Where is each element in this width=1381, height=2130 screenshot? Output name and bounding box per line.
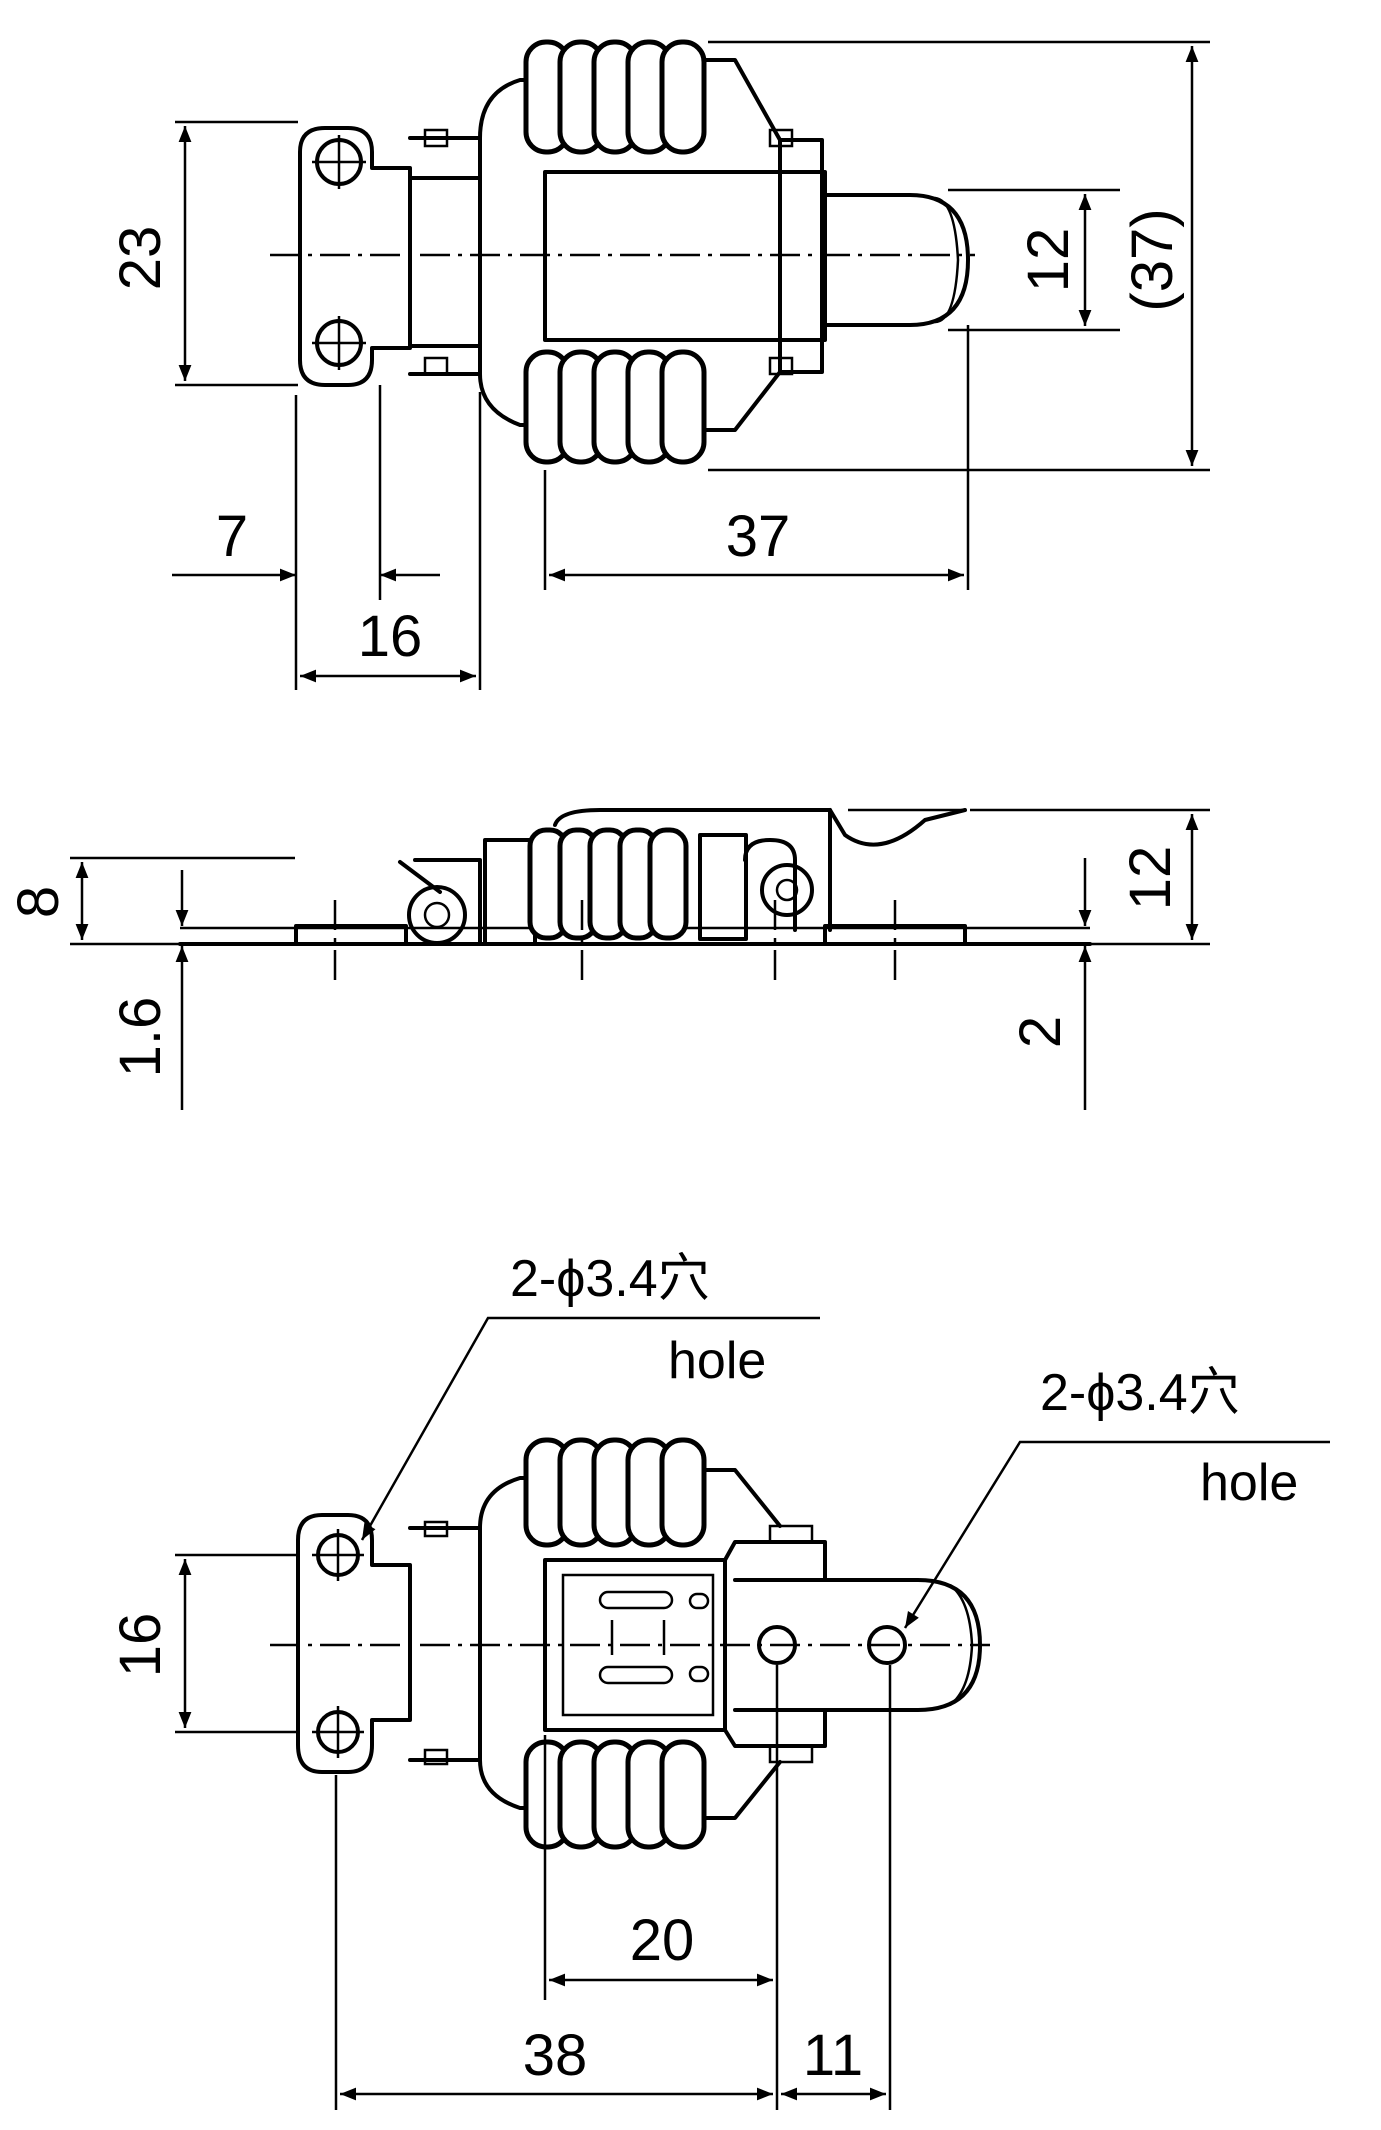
bottom-view: 2-ϕ3.4穴 hole 2-ϕ3.4穴 hole 16 20 38 11 (108, 1250, 1330, 2110)
side-view: 8 1.6 12 2 (6, 808, 1210, 1110)
dim-height-holes: 23 (108, 226, 173, 291)
dims-bottom (175, 1553, 892, 2110)
spring-lower-bottom (523, 1739, 707, 1850)
dim-offset: 7 (216, 504, 248, 569)
spring-lower-top (523, 349, 707, 465)
slot-plate (561, 1573, 715, 1717)
base-plate-top (298, 126, 412, 387)
base-plate-bottom (296, 1513, 412, 1774)
spring-upper-top (523, 39, 707, 155)
dim-length: 37 (726, 504, 791, 569)
callout-right-spec: 2-ϕ3.4穴 (1040, 1364, 1240, 1422)
callout-right-label: hole (1200, 1454, 1298, 1512)
dim-hook-width: 12 (1016, 228, 1081, 293)
dim-body: 38 (523, 2023, 588, 2088)
dim-thickness: 1.6 (108, 997, 173, 1078)
leaders (360, 1316, 1330, 1629)
side-spring (527, 827, 689, 941)
dim-flange: 16 (358, 604, 423, 669)
top-view: 23 7 16 37 12 (37) (108, 39, 1210, 690)
callout-left-spec: 2-ϕ3.4穴 (510, 1250, 710, 1308)
dim-strike-thickness: 2 (1008, 1016, 1073, 1048)
dim-hole-spacing: 16 (108, 1613, 173, 1678)
dim-inner: 20 (630, 1908, 695, 1973)
dim-strike: 11 (803, 2023, 863, 2088)
dim-height-base: 8 (6, 886, 71, 918)
callout-left-label: hole (668, 1332, 766, 1390)
dim-height-total: 12 (1118, 846, 1183, 911)
hook-top (820, 193, 970, 327)
spring-upper-bottom (523, 1437, 707, 1548)
dims-side (70, 808, 1210, 1110)
dims-top (172, 40, 1210, 690)
dim-total-width: (37) (1120, 208, 1185, 311)
